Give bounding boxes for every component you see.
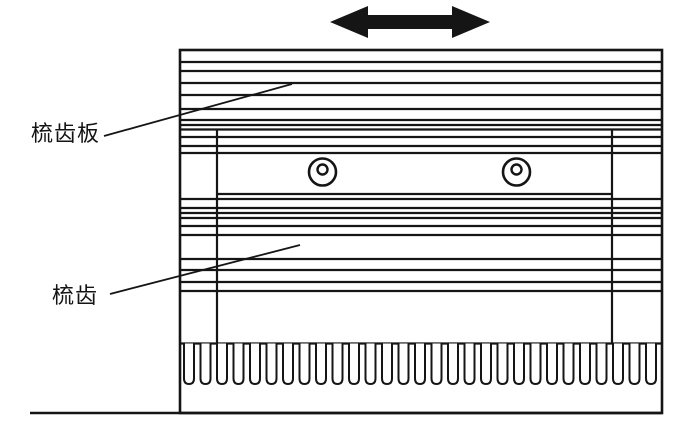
comb-tooth bbox=[529, 343, 542, 386]
comb-tooth bbox=[232, 343, 245, 386]
screw-hole-inner-circle bbox=[510, 163, 523, 176]
comb-tooth bbox=[331, 343, 344, 386]
comb-tooth bbox=[430, 343, 443, 386]
comb-teeth-label: 梳齿 bbox=[52, 283, 99, 308]
comb-tooth bbox=[463, 343, 476, 386]
double-arrow-icon bbox=[330, 6, 490, 38]
screw-hole-left bbox=[307, 157, 338, 187]
comb-tooth bbox=[199, 343, 212, 386]
comb-tooth bbox=[216, 343, 228, 386]
comb-tooth bbox=[562, 343, 575, 386]
comb-tooth bbox=[249, 343, 261, 386]
comb-teeth-group bbox=[183, 343, 657, 386]
comb-tooth bbox=[414, 343, 426, 386]
comb-tooth bbox=[496, 343, 509, 386]
comb-plate-leader-line bbox=[103, 83, 293, 137]
comb-tooth bbox=[645, 343, 657, 386]
comb-tooth bbox=[595, 343, 608, 386]
comb-tooth bbox=[612, 343, 624, 386]
comb-tooth bbox=[348, 343, 360, 386]
comb-tooth bbox=[579, 343, 591, 386]
comb-tooth bbox=[546, 343, 558, 386]
comb-tooth bbox=[265, 343, 278, 386]
comb-tooth bbox=[298, 343, 311, 386]
comb-tooth bbox=[282, 343, 294, 386]
comb-tooth bbox=[480, 343, 492, 386]
comb-tooth bbox=[397, 343, 410, 386]
comb-tooth bbox=[381, 343, 393, 386]
screw-hole-right bbox=[501, 157, 532, 187]
comb-tooth bbox=[315, 343, 327, 386]
screw-hole-inner-circle bbox=[316, 163, 329, 176]
comb-tooth bbox=[628, 343, 641, 386]
comb-teeth-leader-line bbox=[109, 244, 301, 295]
comb-plate-label: 梳齿板 bbox=[31, 121, 101, 146]
comb-tooth bbox=[513, 343, 525, 386]
plate-lamination-lines bbox=[180, 60, 662, 293]
comb-tooth bbox=[447, 343, 459, 386]
comb-tooth bbox=[364, 343, 377, 386]
comb-tooth bbox=[183, 343, 195, 386]
